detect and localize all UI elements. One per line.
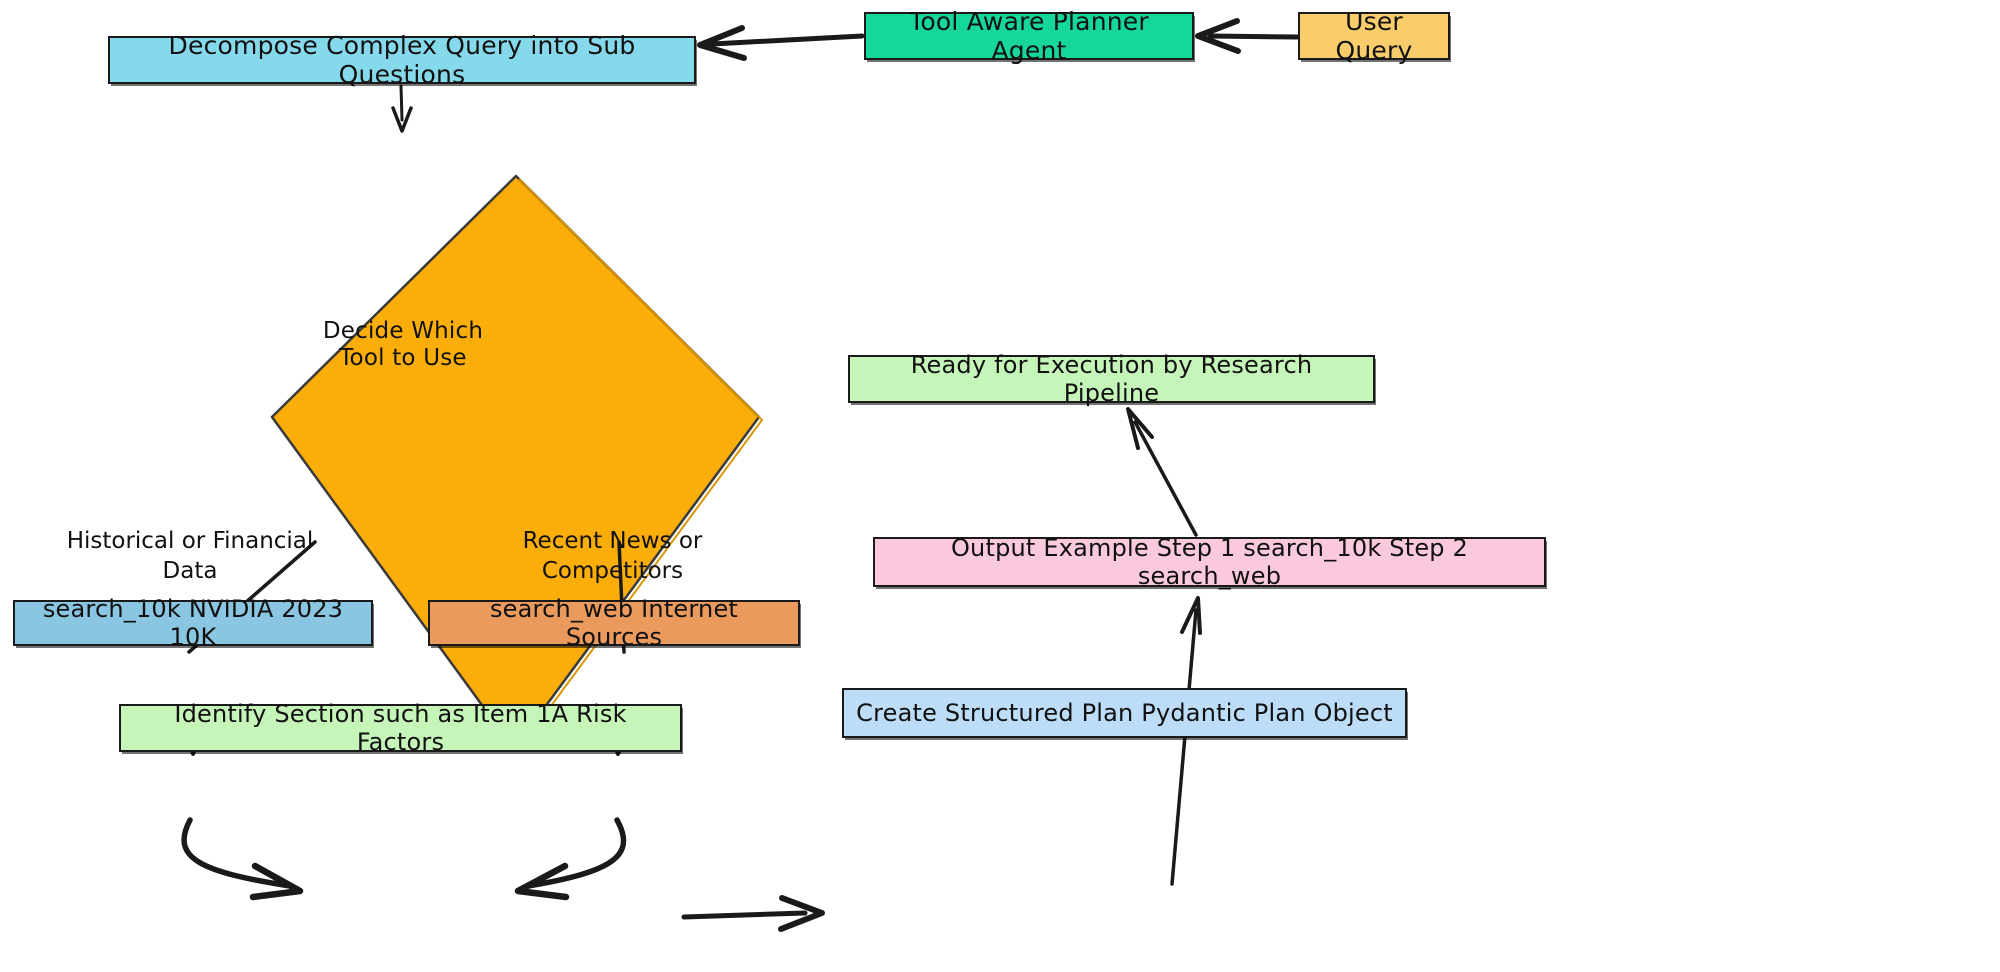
edge-planner-to-decompose <box>697 25 865 61</box>
node-search-10k-label: search_10k NVIDIA 2023 10K <box>42 594 344 651</box>
node-tool-aware-planner-agent[interactable]: Tool Aware Planner Agent <box>864 7 1194 65</box>
node-create-structured-plan-label: Create Structured Plan Pydantic Plan Obj… <box>856 698 1393 727</box>
node-search-web[interactable]: search_web Internet Sources <box>428 595 800 651</box>
edge-identify-to-createplan <box>681 895 825 932</box>
node-ready-for-execution-label: Ready for Execution by Research Pipeline <box>910 350 1313 407</box>
node-output-example-label: Output Example Step 1 search_10k Step 2 … <box>950 533 1469 590</box>
node-search-web-label: search_web Internet Sources <box>489 594 739 651</box>
node-decompose-label: Decompose Complex Query into Sub Questio… <box>168 30 636 90</box>
edge-output-to-ready <box>1126 407 1198 537</box>
edge-searchweb-to-identify <box>514 817 627 901</box>
node-planner-label: Tool Aware Planner Agent <box>909 6 1149 66</box>
node-decision-label: Decide Which Tool to Use <box>322 317 484 371</box>
node-search-10k[interactable]: search_10k NVIDIA 2023 10K <box>13 595 373 651</box>
node-user-query-label: User Query <box>1335 6 1413 66</box>
node-user-query[interactable]: User Query <box>1298 7 1450 65</box>
edge-label-historical-or-financial-data: Historical or Financial Data <box>66 528 314 584</box>
node-ready-for-execution[interactable]: Ready for Execution by Research Pipeline <box>848 351 1375 407</box>
edge-createplan-to-output <box>1170 596 1202 886</box>
edge-userquery-to-planner <box>1195 18 1300 54</box>
edge-label-recent-news-or-competitors: Recent News or Competitors <box>522 528 703 584</box>
node-identify-section-label: Identify Section such as Item 1A Risk Fa… <box>174 699 627 756</box>
edge-search10k-to-identify <box>181 817 304 901</box>
node-identify-section[interactable]: Identify Section such as Item 1A Risk Fa… <box>119 700 682 756</box>
edge-decompose-to-decision <box>391 84 413 133</box>
node-decide-which-tool-to-use[interactable]: Decide Which Tool to Use <box>216 141 590 515</box>
node-output-example[interactable]: Output Example Step 1 search_10k Step 2 … <box>873 534 1546 590</box>
node-create-structured-plan[interactable]: Create Structured Plan Pydantic Plan Obj… <box>842 688 1407 738</box>
node-decompose-complex-query[interactable]: Decompose Complex Query into Sub Questio… <box>108 31 696 89</box>
